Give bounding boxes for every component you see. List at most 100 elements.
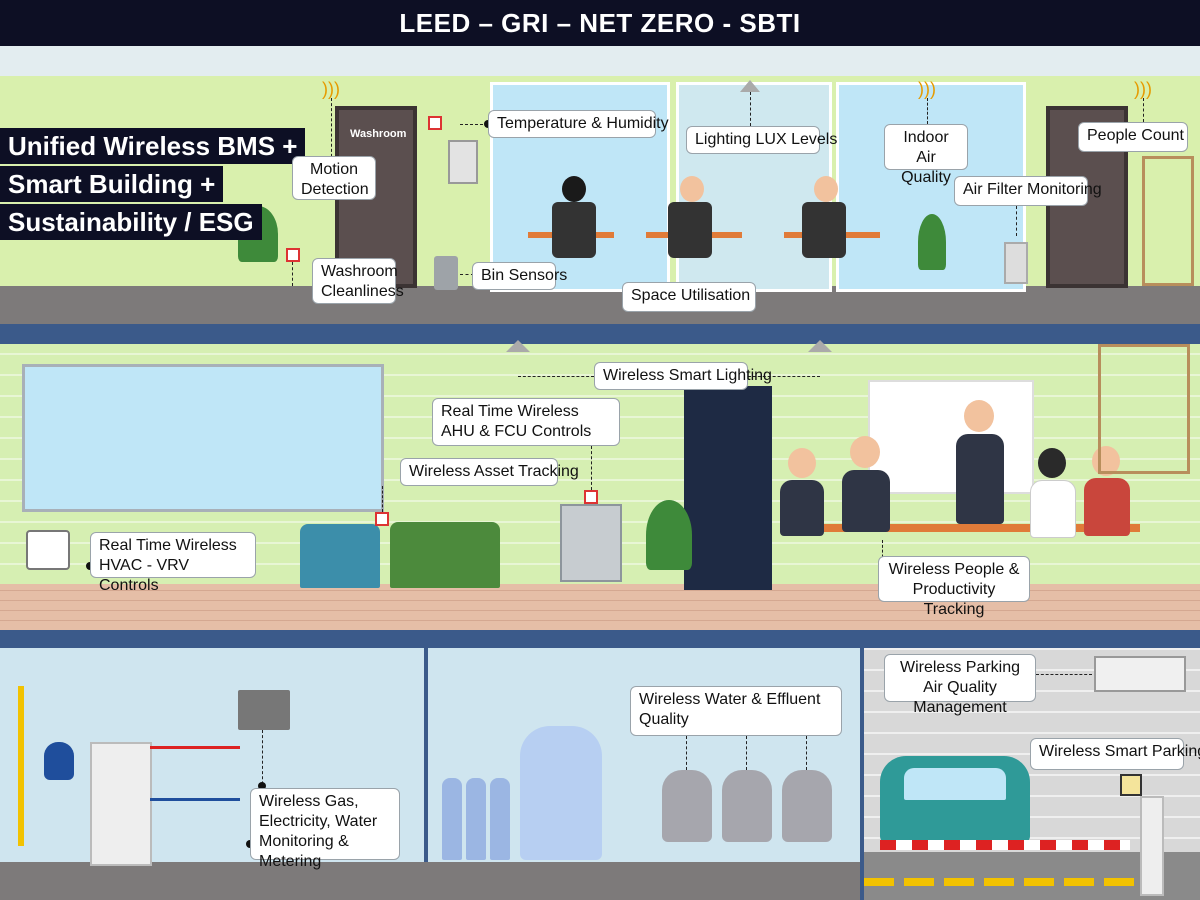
bookshelf-2 — [1098, 344, 1190, 474]
barrier-post — [1140, 796, 1164, 896]
space-utilisation-label: Space Utilisation — [622, 282, 756, 312]
air-filter-unit — [1004, 242, 1028, 284]
worker-1-chair — [552, 202, 596, 258]
smart-light-right-icon — [808, 340, 832, 352]
air-filter-monitoring-label: Air Filter Monitoring — [954, 176, 1102, 206]
smart-light-left-icon — [506, 340, 530, 352]
effluent-vessel-3 — [782, 770, 832, 842]
asset-tracking-label: Wireless Asset Tracking — [400, 458, 579, 486]
people-count-connector — [1143, 98, 1144, 122]
title-text: LEED – GRI – NET ZERO - SBTI — [399, 7, 801, 38]
meeting-person-3-head — [1038, 448, 1066, 478]
hvac-unit-icon — [26, 530, 70, 570]
meeting-person-2-head — [850, 436, 880, 468]
parking-air-vent — [1094, 656, 1186, 692]
armchair — [300, 524, 380, 588]
lux-connector — [750, 92, 751, 126]
badge-line-3: Sustainability / ESG — [0, 204, 262, 240]
cold-pipe — [150, 798, 240, 801]
motion-connector — [331, 98, 332, 162]
gas-pipe — [18, 686, 24, 846]
bin-sensors-label: Bin Sensors — [472, 262, 567, 290]
lighting-lux-label: Lighting LUX Levels — [686, 126, 837, 154]
filter-cylinder-3 — [490, 778, 510, 860]
asset-connector — [382, 486, 383, 512]
temperature-connector — [460, 124, 488, 125]
parking-air-connector — [1036, 674, 1092, 675]
office-ceiling — [0, 46, 1200, 76]
coffee-machine — [684, 386, 772, 590]
presentation-board — [868, 380, 1034, 494]
ahu-connector — [591, 446, 592, 490]
metering-connector — [262, 730, 263, 810]
parking-stripe — [864, 878, 1144, 886]
badge-line-1: Unified Wireless BMS + — [0, 128, 306, 164]
smart-lighting-connector-left — [518, 376, 594, 377]
utility-separator — [424, 648, 428, 862]
smart-parking-label: Wireless Smart Parking — [1030, 738, 1200, 770]
electric-meter — [238, 690, 290, 730]
lounge-plant — [646, 500, 692, 570]
effluent-connector-2 — [746, 736, 747, 770]
meeting-person-4 — [1084, 478, 1130, 536]
temperature-humidity-label: Temperature & Humidity — [488, 110, 669, 138]
car-windshield — [904, 768, 1006, 800]
iaq-connector — [927, 98, 928, 124]
air-vent — [448, 140, 478, 184]
floor-divider-1 — [0, 324, 1200, 344]
washroom-cleanliness-label: Washroom Cleanliness — [312, 258, 404, 304]
people-count-wifi-icon: ))) — [1134, 79, 1152, 99]
parking-sensor-icon — [1120, 774, 1142, 796]
ahu-sensor-icon — [584, 490, 598, 504]
worker-2-head — [680, 176, 704, 202]
water-tank — [520, 726, 602, 860]
presenter — [956, 434, 1004, 524]
ahu-fcu-label: Real Time Wireless AHU & FCU Controls — [432, 398, 620, 446]
page-title: LEED – GRI – NET ZERO - SBTI — [0, 0, 1200, 46]
asset-sensor-icon — [375, 512, 389, 526]
people-productivity-label: Wireless People & Productivity Tracking — [878, 556, 1030, 618]
meeting-person-1 — [780, 480, 824, 536]
effluent-vessel-1 — [662, 770, 712, 842]
barrier-arm — [880, 840, 1130, 850]
temperature-sensor-icon — [428, 116, 442, 130]
worker-1-head — [562, 176, 586, 202]
ahu-unit — [560, 504, 622, 582]
motion-detection-label: Motion Detection — [292, 156, 376, 200]
light-fixture-icon — [740, 80, 760, 92]
motion-wifi-icon: ))) — [322, 79, 340, 99]
iaq-wifi-icon: ))) — [918, 79, 936, 99]
water-heater — [90, 742, 152, 866]
filter-cylinder-2 — [466, 778, 486, 860]
meeting-person-2 — [842, 470, 890, 532]
meeting-person-1-head — [788, 448, 816, 478]
effluent-connector-1 — [686, 736, 687, 770]
worker-3-chair — [802, 202, 846, 258]
parking-separator — [860, 648, 864, 900]
air-filter-connector — [1016, 206, 1017, 236]
filter-cylinder-1 — [442, 778, 462, 860]
metering-dot-1 — [258, 782, 266, 790]
smart-lighting-connector-right — [748, 376, 820, 377]
bin — [434, 256, 458, 290]
bin-connector — [460, 274, 474, 275]
gas-electricity-water-label: Wireless Gas, Electricity, Water Monitor… — [250, 788, 400, 870]
lounge-ground — [0, 584, 1200, 630]
wireless-smart-lighting-label: Wireless Smart Lighting — [594, 362, 772, 390]
people-count-label: People Count — [1078, 122, 1188, 152]
expansion-tank — [44, 742, 74, 780]
washroom-sensor-icon — [286, 248, 300, 262]
parking-air-quality-label: Wireless Parking Air Quality Management — [884, 654, 1036, 716]
meeting-table — [790, 524, 1140, 532]
indoor-air-quality-label: Indoor Air Quality — [884, 124, 968, 186]
effluent-connector-3 — [806, 736, 807, 770]
badge-line-2: Smart Building + — [0, 166, 224, 202]
water-effluent-label: Wireless Water & Effluent Quality — [630, 686, 842, 736]
meeting-person-3 — [1030, 480, 1076, 538]
washroom-connector — [292, 262, 293, 286]
lounge-window — [22, 364, 384, 512]
presenter-head — [964, 400, 994, 432]
office-plant-2 — [918, 214, 946, 270]
sofa — [390, 522, 500, 588]
hot-pipe — [150, 746, 240, 749]
